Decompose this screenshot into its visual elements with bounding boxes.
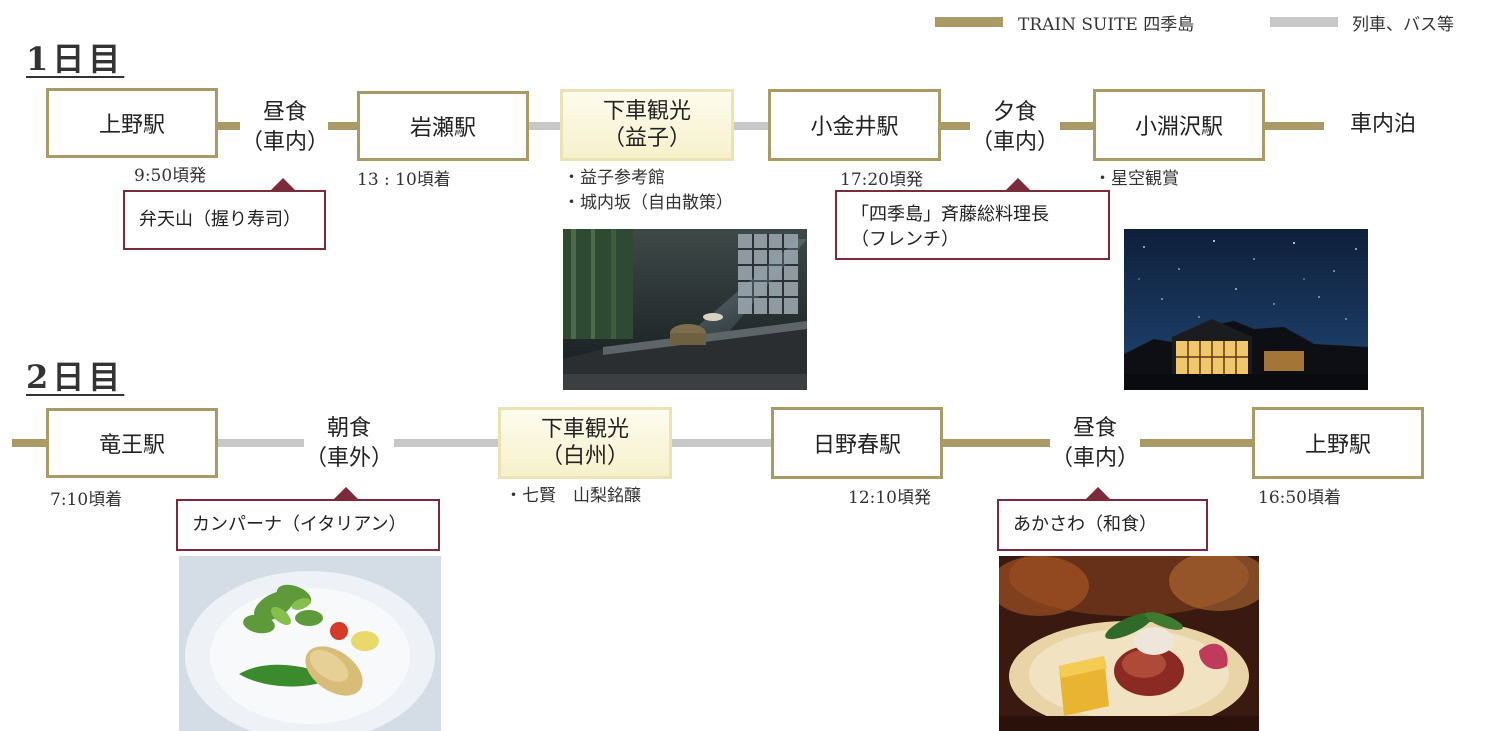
- day2-line-hakushu-hinoharu: [670, 439, 773, 447]
- meal-location: （車内）: [240, 128, 330, 158]
- day2-station-hinoharu: 日野春駅: [771, 407, 943, 479]
- meal-title: 夕食: [970, 98, 1060, 128]
- day1-line-dinner-kobuchizawa: [1060, 122, 1094, 130]
- sightseeing-title: 下車観光: [603, 98, 691, 126]
- day1-lunch-callout: 弁天山（握り寿司）: [123, 190, 326, 250]
- day1-dinner-label: 夕食 （車内）: [970, 98, 1060, 157]
- day2-lunch-callout-pointer: [1086, 487, 1110, 499]
- day1-dinner-callout: 「四季島」斉藤総料理長 （フレンチ）: [835, 190, 1110, 260]
- station-label: 上野駅: [99, 107, 165, 139]
- meal-title: 昼食: [240, 98, 330, 128]
- day1-station-ueno: 上野駅: [46, 88, 218, 158]
- day1-line-iwase-mashiko: [528, 122, 561, 130]
- day1-line-lunch-iwase: [328, 122, 358, 130]
- day2-line-breakfast-hakushu: [394, 439, 500, 447]
- day2-note-hakushu: ・七賢 山梨銘醸: [505, 485, 641, 507]
- day2-lunch-callout: あかさわ（和食）: [997, 499, 1208, 551]
- callout-text: 弁天山（握り寿司）: [139, 207, 301, 232]
- day1-time-koganei: 17:20頃発: [840, 165, 923, 190]
- legend-swatch-other: [1270, 17, 1338, 27]
- day1-time-iwase: 13 : 10頃着: [357, 165, 451, 190]
- day2-line-hinoharu-lunch: [942, 439, 1050, 447]
- callout-text: カンパーナ（イタリアン）: [192, 512, 407, 537]
- day1-station-iwase: 岩瀬駅: [357, 91, 529, 161]
- day2-line-lunch-ueno: [1140, 439, 1254, 447]
- starry-night-photo: [1124, 229, 1368, 390]
- station-label: 上野駅: [1305, 427, 1371, 459]
- callout-text-line2: （フレンチ）: [851, 227, 1094, 252]
- mashiko-museum-photo: [563, 229, 807, 390]
- station-label: 日野春駅: [813, 427, 901, 459]
- day2-time-ueno: 16:50頃着: [1258, 483, 1341, 508]
- legend-label-shiki: TRAIN SUITE 四季島: [1018, 10, 1194, 35]
- day1-line-koganei-dinner: [940, 122, 970, 130]
- day1-dinner-callout-pointer: [1006, 178, 1030, 190]
- day1-title: 1日目: [26, 34, 124, 80]
- day2-line-ryuo-breakfast: [216, 439, 304, 447]
- day2-breakfast-callout: カンパーナ（イタリアン）: [176, 499, 440, 551]
- meal-title: 朝食: [304, 414, 394, 444]
- station-label: 小淵沢駅: [1135, 109, 1223, 141]
- day1-overnight-label: 車内泊: [1338, 110, 1428, 140]
- italian-dish-photo: [179, 556, 441, 731]
- day1-lunch-callout-pointer: [271, 178, 295, 190]
- day2-station-ueno: 上野駅: [1252, 407, 1424, 479]
- day1-station-koganei: 小金井駅: [768, 89, 941, 161]
- day1-note-mashiko-1: ・益子参考館: [563, 167, 665, 189]
- day2-line-start-ryuo: [12, 439, 47, 447]
- meal-location: （車外）: [304, 444, 394, 474]
- sightseeing-place: （白州）: [541, 443, 629, 471]
- day1-note-kobuchizawa: ・星空観賞: [1094, 168, 1179, 190]
- day2-title: 2日目: [26, 352, 124, 398]
- station-label: 竜王駅: [99, 427, 165, 459]
- callout-text-line1: 「四季島」斉藤総料理長: [851, 202, 1094, 227]
- day2-breakfast-label: 朝食 （車外）: [304, 414, 394, 473]
- day1-note-mashiko-2: ・城内坂（自由散策）: [563, 192, 733, 214]
- station-label: 岩瀬駅: [410, 110, 476, 142]
- day1-sightseeing-mashiko: 下車観光 （益子）: [560, 89, 734, 161]
- station-label: 小金井駅: [810, 109, 898, 141]
- meal-location: （車内）: [1050, 444, 1140, 474]
- sightseeing-place: （益子）: [603, 125, 691, 153]
- japanese-dish-photo: [999, 556, 1259, 731]
- day1-lunch-label: 昼食 （車内）: [240, 98, 330, 157]
- day1-time-ueno: 9:50頃発: [134, 161, 206, 186]
- day2-breakfast-callout-pointer: [334, 487, 358, 499]
- day2-sightseeing-hakushu: 下車観光 （白州）: [498, 407, 672, 479]
- day2-time-ryuo: 7:10頃着: [50, 485, 122, 510]
- day1-station-kobuchizawa: 小淵沢駅: [1093, 89, 1265, 161]
- callout-text: あかさわ（和食）: [1013, 512, 1157, 537]
- day1-line-ueno-lunch: [216, 122, 240, 130]
- day2-lunch-label: 昼食 （車内）: [1050, 414, 1140, 473]
- legend-label-other: 列車、バス等: [1352, 10, 1454, 35]
- day1-line-mashiko-koganei: [733, 122, 769, 130]
- sightseeing-title: 下車観光: [541, 416, 629, 444]
- meal-title: 昼食: [1050, 414, 1140, 444]
- day1-line-kobuchizawa-overnight: [1264, 122, 1324, 130]
- day2-time-hinoharu: 12:10頃発: [848, 483, 931, 508]
- legend-swatch-shiki: [935, 17, 1003, 27]
- meal-location: （車内）: [970, 128, 1060, 158]
- day2-station-ryuo: 竜王駅: [46, 408, 218, 478]
